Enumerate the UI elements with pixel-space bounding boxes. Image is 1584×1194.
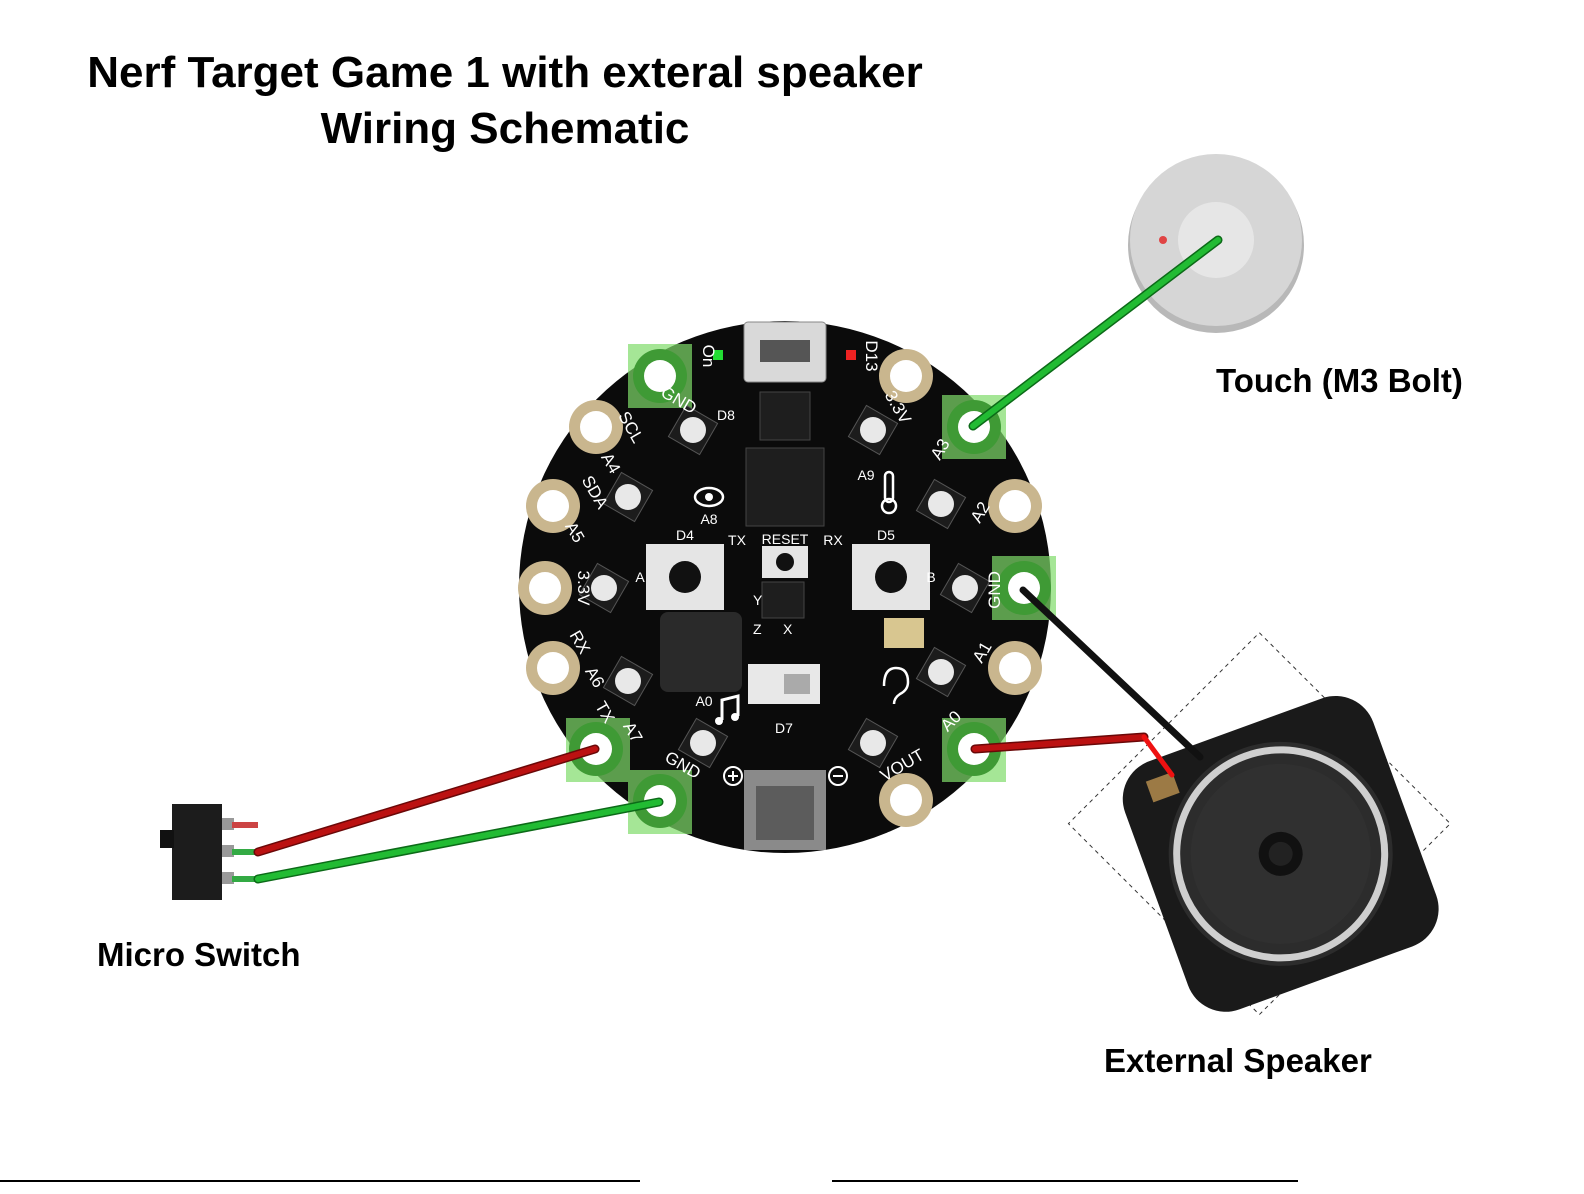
neopixel-lens-1: [860, 417, 886, 443]
label-y: Y: [753, 592, 763, 608]
wire-switch-gnd: [255, 799, 662, 882]
speaker-label: External Speaker: [1104, 1042, 1372, 1079]
label-rx: RX: [823, 532, 843, 548]
wire-speaker-lead: [1141, 734, 1175, 778]
external-speaker: [1067, 632, 1451, 1016]
eye-icon: [693, 486, 725, 508]
plus-icon: [723, 766, 743, 786]
ear-icon: [882, 666, 910, 705]
pad-hole-1: [890, 360, 922, 392]
microphone: [884, 618, 924, 648]
buzzer: [660, 612, 742, 692]
pad-label-0: On: [699, 345, 718, 368]
label-button-b: B: [926, 569, 935, 585]
pad-hole-12: [537, 490, 569, 522]
pad-hole-10: [537, 652, 569, 684]
neopixel-lens-9: [860, 730, 886, 756]
label-x: X: [783, 621, 793, 637]
music-note-icon: [715, 694, 740, 725]
switch-label: Micro Switch: [97, 936, 301, 973]
neopixel-lens-2: [615, 484, 641, 510]
thermometer-icon: [880, 470, 898, 515]
pad-label-1: D13: [862, 340, 881, 371]
footer-line-left: [0, 1180, 640, 1182]
pad-hole-13: [580, 411, 612, 443]
label-d8: D8: [717, 407, 735, 423]
wire-switch-signal: [255, 746, 598, 855]
neopixels: [578, 404, 991, 769]
neopixel-lens-5: [952, 575, 978, 601]
neopixel-lens-4: [591, 575, 617, 601]
minus-icon: [828, 766, 848, 786]
d13-led: [846, 350, 856, 360]
wire-speaker-gnd: [1019, 586, 1204, 761]
neopixel-lens-3: [928, 491, 954, 517]
label-a8: A8: [700, 511, 717, 527]
pad-hole-5: [999, 652, 1031, 684]
wire-speaker-signal: [972, 734, 1147, 752]
pad-label-14: 3.3V: [574, 571, 593, 607]
neopixel-lens-0: [680, 417, 706, 443]
neopixel-lens-7: [928, 659, 954, 685]
main-chip: [745, 447, 825, 527]
pad-hole-11: [529, 572, 561, 604]
circuit-board: D4 D5 TX RX RESET A8 A9 D8 D7 A0 A B X Y…: [518, 321, 1056, 853]
wires: [253, 235, 1223, 884]
pad-label-5: GND: [985, 571, 1004, 609]
neopixel-lens-8: [690, 730, 716, 756]
on-led: [713, 350, 723, 360]
title-line-2: Wiring Schematic: [320, 104, 690, 153]
neopixel-lens-6: [615, 668, 641, 694]
label-d5: D5: [877, 527, 895, 543]
flash-chip: [759, 391, 811, 441]
pad-hole-0: [644, 360, 676, 392]
accelerometer-chip: [761, 581, 805, 619]
pad-hole-7: [890, 784, 922, 816]
label-d4: D4: [676, 527, 694, 543]
label-button-a: A: [635, 569, 645, 585]
label-tx: TX: [728, 532, 747, 548]
label-a0-marker: A0: [695, 693, 712, 709]
label-a9: A9: [857, 467, 874, 483]
footer-line-right: [832, 1180, 1298, 1182]
micro-switch: [160, 804, 258, 900]
pad-hole-3: [999, 490, 1031, 522]
label-z: Z: [753, 621, 762, 637]
label-d7: D7: [775, 720, 793, 736]
title-line-1: Nerf Target Game 1 with exteral speaker: [87, 48, 923, 97]
wire-touch: [970, 237, 1221, 429]
label-reset: RESET: [762, 531, 809, 547]
touch-label: Touch (M3 Bolt): [1216, 362, 1463, 399]
